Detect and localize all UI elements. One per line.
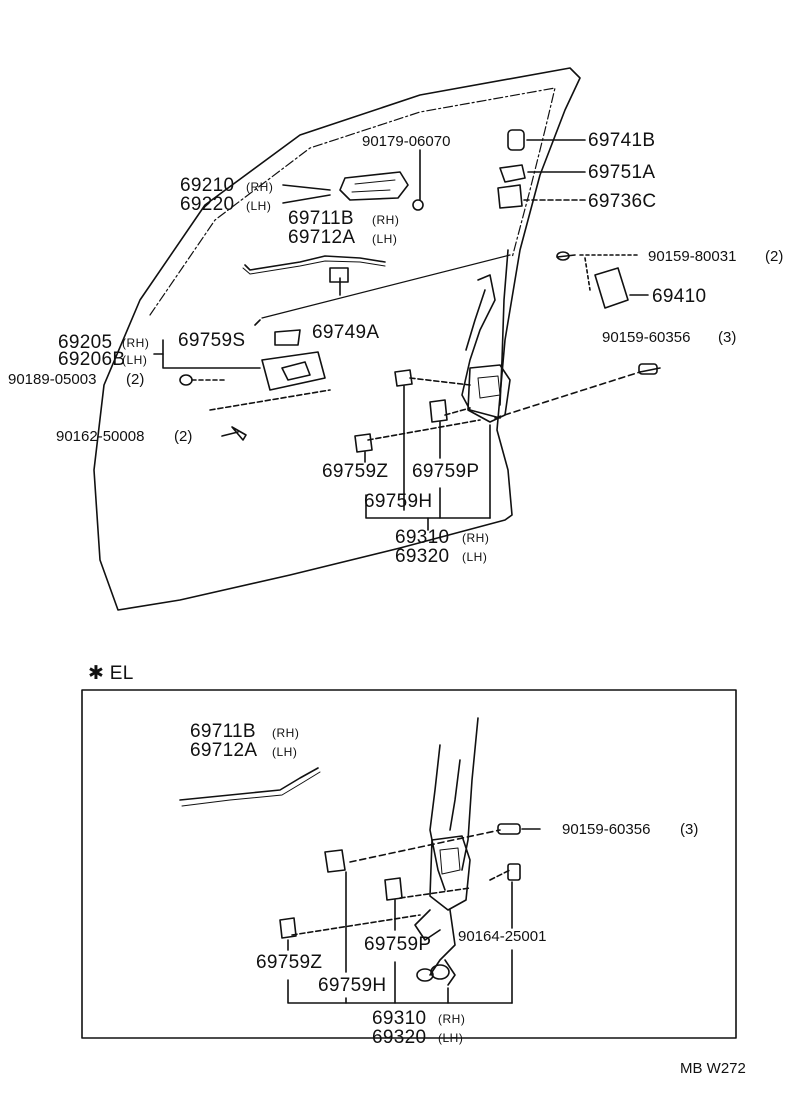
part-69751A [499, 164, 526, 183]
label-90162-50008-qty: (2) [174, 428, 193, 445]
part-69736C [497, 184, 523, 209]
label-69759S: 69759S [178, 330, 246, 351]
striker-69410 [594, 267, 629, 309]
label-90159-80031-qty: (2) [765, 248, 784, 265]
label-69712A-lh: (LH) [372, 232, 398, 246]
label-90179-06070: 90179-06070 [362, 133, 451, 150]
clip-69759S [274, 329, 301, 346]
label-69712A: 69712A [288, 227, 356, 248]
label-69751A: 69751A [588, 162, 656, 183]
inside-handle-shape [261, 351, 326, 391]
window-frame-inner [149, 87, 556, 316]
lower-link-rod [179, 767, 319, 801]
el-detail-box [81, 689, 737, 1039]
label-69205-rh: (RH) [122, 336, 150, 350]
label-69206B: 69206B [58, 349, 126, 370]
label-90159-60356-qty: (3) [718, 329, 737, 346]
lower-label-90159-60356: 90159-60356 [562, 821, 651, 838]
diagram-code: MB W272 [680, 1060, 746, 1077]
lower-clip-69759H [324, 849, 346, 873]
label-69410: 69410 [652, 286, 707, 307]
label-69320-lh: (LH) [462, 550, 488, 564]
lower-label-69759P: 69759P [364, 934, 432, 955]
lower-label-69759H: 69759H [318, 975, 387, 996]
label-69210: 69210 [180, 175, 235, 196]
lower-lock-body [429, 835, 471, 911]
label-69711B: 69711B [288, 208, 354, 229]
label-69220-lh: (LH) [246, 199, 272, 213]
label-69320: 69320 [395, 546, 450, 567]
screw-90159-80031 [556, 251, 570, 261]
label-69310: 69310 [395, 527, 450, 548]
label-69310-rh: (RH) [462, 531, 490, 545]
lower-label-69310: 69310 [372, 1008, 427, 1029]
clip-69759P [429, 399, 448, 423]
lock-body [467, 364, 511, 423]
link-rod [244, 255, 386, 271]
clip-69759Z [354, 433, 373, 453]
lower-label-69310-rh: (RH) [438, 1012, 466, 1026]
lower-label-69320-lh: (LH) [438, 1031, 464, 1045]
el-section-marker: ✱ EL [88, 663, 134, 684]
lower-label-69712A-lh: (LH) [272, 745, 298, 759]
label-69759Z: 69759Z [322, 461, 389, 482]
label-90159-80031: 90159-80031 [648, 248, 737, 265]
label-69736C: 69736C [588, 191, 657, 212]
clip-69749A [329, 267, 349, 283]
label-69210-rh: (RH) [246, 180, 274, 194]
clip-69759H [394, 369, 413, 387]
lower-label-90159-60356-qty: (3) [680, 821, 699, 838]
label-69220: 69220 [180, 194, 235, 215]
lower-label-69711B: 69711B [190, 721, 256, 742]
label-69711B-rh: (RH) [372, 213, 400, 227]
label-90189-05003: 90189-05003 [8, 371, 97, 388]
screw-90189 [179, 374, 193, 386]
lower-label-90164-25001: 90164-25001 [458, 928, 547, 945]
lower-label-69759Z: 69759Z [256, 952, 323, 973]
lower-clip-69759P [384, 877, 403, 901]
label-69205: 69205 [58, 332, 113, 353]
label-90189-05003-qty: (2) [126, 371, 145, 388]
lower-label-69711B-rh: (RH) [272, 726, 300, 740]
label-69749A: 69749A [312, 322, 380, 343]
label-69206B-lh: (LH) [122, 353, 148, 367]
part-69741B [507, 129, 525, 151]
label-69741B: 69741B [588, 130, 656, 151]
screw-90159-60356 [638, 363, 658, 375]
door-outline [93, 67, 581, 611]
lower-clip-69759Z [279, 917, 297, 939]
label-90162-50008: 90162-50008 [56, 428, 145, 445]
handle-screw [412, 199, 424, 211]
lower-label-69320: 69320 [372, 1027, 427, 1048]
label-90159-60356: 90159-60356 [602, 329, 691, 346]
label-69759H: 69759H [364, 491, 433, 512]
label-69759P: 69759P [412, 461, 480, 482]
outside-handle-shape [339, 171, 409, 201]
screw-90162 [231, 426, 247, 441]
lower-screw-90164 [507, 863, 521, 881]
lower-label-69712A: 69712A [190, 740, 258, 761]
lock-rod-long [499, 249, 509, 406]
lower-screw-90159-60356 [497, 823, 521, 835]
